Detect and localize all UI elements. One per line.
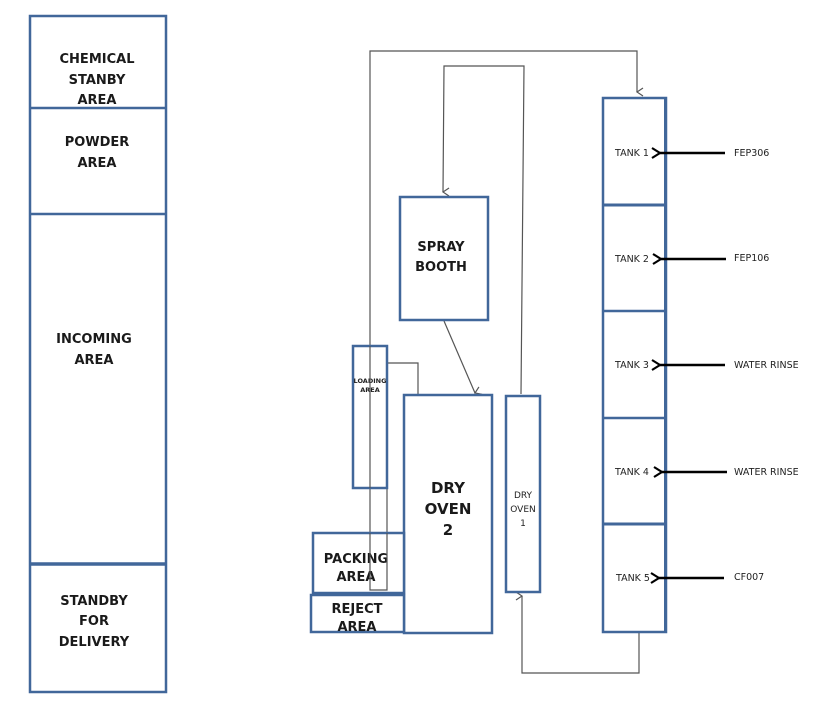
conveyor-line-to-dry-oven-1 <box>522 596 640 674</box>
left-column-areas: CHEMICAL STANBY AREA POWDER AREA INCOMIN… <box>28 14 168 694</box>
conveyor-line-to-dry-oven-2 <box>443 320 475 393</box>
reject-area[interactable]: REJECT AREA <box>309 593 406 635</box>
powder-area[interactable]: POWDER AREA <box>65 135 130 171</box>
tank-label: TANK 2 <box>614 254 649 265</box>
tank-1[interactable]: TANK 1 FEP306 <box>614 148 769 159</box>
dry-oven-2-box <box>402 393 494 635</box>
dry-oven-1-label: OVEN <box>510 505 536 515</box>
loading-connector-line <box>387 362 419 394</box>
area-label: AREA <box>77 93 116 108</box>
conveyor-line-to-tank-1 <box>369 50 637 588</box>
chemical-label: FEP106 <box>734 253 769 264</box>
tank-label: TANK 3 <box>614 360 649 371</box>
tank-3[interactable]: TANK 3 WATER RINSE <box>614 360 799 371</box>
spray-booth[interactable]: SPRAY BOOTH <box>398 195 490 322</box>
spray-booth-box <box>398 195 490 322</box>
chemical-label: WATER RINSE <box>734 467 799 478</box>
tank-2[interactable]: TANK 2 FEP106 <box>614 253 769 265</box>
incoming-area[interactable]: INCOMING AREA <box>56 332 132 368</box>
packing-area-box <box>311 531 406 595</box>
tank-label: TANK 1 <box>614 148 649 159</box>
standby-for-delivery[interactable]: STANDBY FOR DELIVERY <box>59 594 130 650</box>
left-column-frame <box>28 14 168 694</box>
area-label: STANDBY <box>60 594 128 609</box>
packing-area-label: AREA <box>336 570 375 585</box>
chemical-label: WATER RINSE <box>734 360 799 371</box>
conveyor-line-to-spray-booth <box>443 65 525 395</box>
dry-oven-2[interactable]: DRY OVEN 2 <box>402 393 494 635</box>
tank-4[interactable]: TANK 4 WATER RINSE <box>614 467 799 478</box>
spray-booth-label: SPRAY <box>417 240 465 255</box>
area-label: AREA <box>77 156 116 171</box>
area-label: AREA <box>74 353 113 368</box>
reject-area-label: AREA <box>337 620 376 635</box>
dry-oven-1-box <box>504 394 542 594</box>
loop-line-through-packing <box>369 533 388 591</box>
chemical-label: FEP306 <box>734 148 769 159</box>
area-label: STANBY <box>69 73 126 88</box>
dry-oven-1[interactable]: DRY OVEN 1 <box>504 394 542 594</box>
tank-label: TANK 5 <box>615 573 650 584</box>
chemical-standby-area[interactable]: CHEMICAL STANBY AREA <box>60 52 135 108</box>
dry-oven-2-label: DRY <box>431 479 466 497</box>
area-label: DELIVERY <box>59 635 130 650</box>
dry-oven-2-label: OVEN <box>425 500 472 518</box>
area-label: INCOMING <box>56 332 132 347</box>
reject-area-label: REJECT <box>331 602 382 617</box>
dry-oven-1-label: DRY <box>514 491 533 501</box>
packing-area[interactable]: PACKING AREA <box>311 531 406 595</box>
area-label: POWDER <box>65 135 130 150</box>
dry-oven-2-label: 2 <box>443 521 453 539</box>
dry-oven-1-label: 1 <box>520 519 526 529</box>
packing-area-label: PACKING <box>324 552 388 567</box>
tank-5[interactable]: TANK 5 CF007 <box>615 572 764 584</box>
area-label: CHEMICAL <box>60 52 135 67</box>
area-label: FOR <box>79 614 109 629</box>
reject-area-box <box>309 593 406 634</box>
tank-label: TANK 4 <box>614 467 649 478</box>
chemical-label: CF007 <box>734 572 764 583</box>
spray-booth-label: BOOTH <box>415 260 467 275</box>
